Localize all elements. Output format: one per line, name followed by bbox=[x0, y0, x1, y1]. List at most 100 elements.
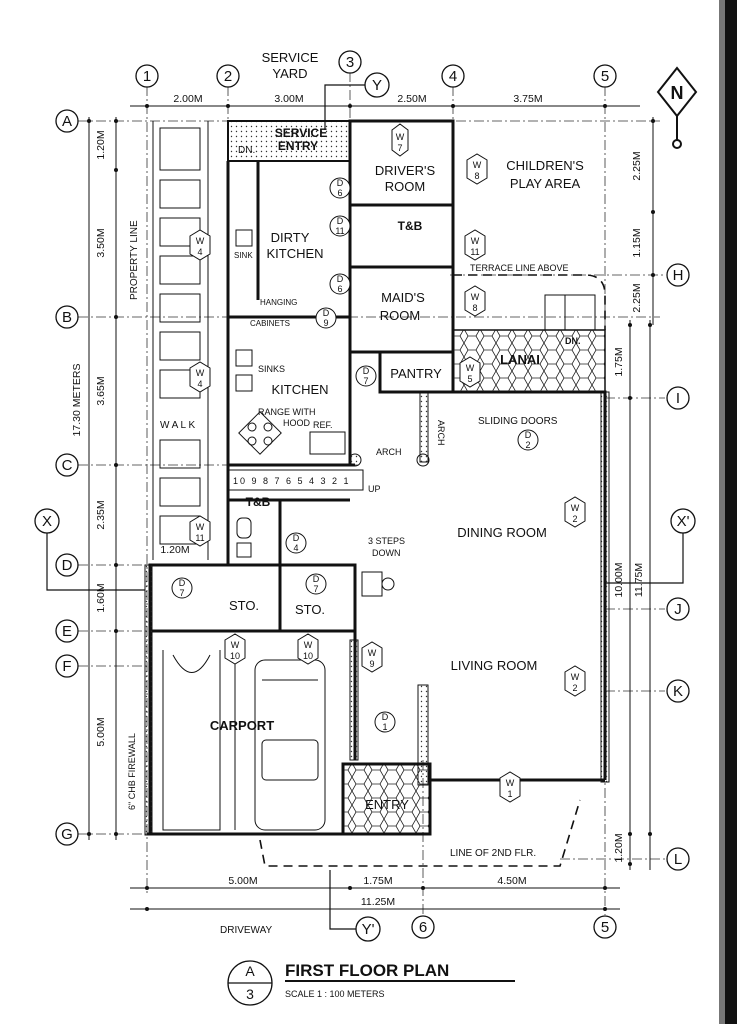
dim-top-2: 3.00M bbox=[274, 93, 303, 105]
w1-tag: W bbox=[506, 778, 515, 788]
d7a-tag: D bbox=[363, 366, 370, 376]
w10a-num: 10 bbox=[230, 651, 240, 661]
plan-scale: SCALE 1 : 100 METERS bbox=[285, 989, 385, 999]
dim-right-6: 11.75M bbox=[633, 563, 645, 597]
dim-right-7: 1.20M bbox=[613, 833, 625, 862]
tag-letters: W 7 W8 W4 W11 W8 W4 W5 W11 W2 W10 W10 W9… bbox=[179, 132, 580, 799]
driveway-label: DRIVEWAY bbox=[220, 925, 273, 936]
steps-label: 3 STEPS bbox=[368, 536, 405, 546]
section-arrows bbox=[46, 84, 684, 930]
d6a-num: 6 bbox=[337, 188, 342, 198]
pantry-label: PANTRY bbox=[390, 366, 442, 381]
line2nd-label: LINE OF 2ND FLR. bbox=[450, 848, 536, 859]
w4b-num: 4 bbox=[197, 379, 202, 389]
w11b-tag: W bbox=[196, 522, 205, 532]
w5-tag: W bbox=[466, 363, 475, 373]
w11a-tag: W bbox=[471, 236, 480, 246]
dim-bottom-1: 5.00M bbox=[228, 875, 257, 887]
dim-left-total: 17.30 METERS bbox=[71, 364, 83, 437]
w9-tag: W bbox=[368, 648, 377, 658]
maids-l1: MAID'S bbox=[381, 290, 425, 305]
service-entry-l1: SERVICE bbox=[275, 126, 327, 140]
w2a-num: 2 bbox=[572, 514, 577, 524]
ref-label: REF. bbox=[313, 420, 333, 430]
w2a-tag: W bbox=[571, 503, 580, 513]
dim-left-3: 3.65M bbox=[95, 376, 107, 405]
sheet-top: A bbox=[245, 963, 255, 979]
d6b-tag: D bbox=[337, 274, 344, 284]
w10b-tag: W bbox=[304, 640, 313, 650]
sto-1-label: STO. bbox=[229, 598, 259, 613]
grid-col-5-bottom: 5 bbox=[601, 919, 609, 936]
w8b-tag: W bbox=[471, 292, 480, 302]
service-entry-l2: ENTRY bbox=[278, 139, 318, 153]
w1-num: 1 bbox=[507, 789, 512, 799]
kitchen-label: KITCHEN bbox=[271, 382, 328, 397]
dimensions-text: 2.00M 3.00M 2.50M 3.75M 5.00M 1.75M 4.50… bbox=[71, 93, 645, 908]
misc-labels: DN. SINK HANGING CABINETS SINKS RANGE WI… bbox=[127, 145, 581, 936]
section-y: Y bbox=[372, 77, 382, 94]
stair bbox=[227, 469, 364, 491]
sink-label: SINK bbox=[234, 251, 253, 260]
dim-bottom-total: 11.25M bbox=[361, 896, 395, 908]
dim-bottom-3: 4.50M bbox=[497, 875, 526, 887]
w11a-num: 11 bbox=[470, 247, 479, 257]
d6b-num: 6 bbox=[337, 284, 342, 294]
fixtures bbox=[235, 229, 596, 597]
grid-bubbles bbox=[34, 50, 696, 1006]
dim-left-2: 3.50M bbox=[95, 228, 107, 257]
section-x-prime: X' bbox=[677, 513, 690, 530]
w8b-num: 8 bbox=[472, 303, 477, 313]
sliding-label: SLIDING DOORS bbox=[478, 416, 558, 427]
section-x: X bbox=[42, 513, 52, 530]
d6a-tag: D bbox=[337, 178, 344, 188]
play-l2: PLAY AREA bbox=[510, 176, 581, 191]
w4a-tag: W bbox=[196, 236, 205, 246]
w2b-num: 2 bbox=[572, 683, 577, 693]
w10a-tag: W bbox=[231, 640, 240, 650]
north-label: N bbox=[671, 83, 684, 103]
d11-num: 11 bbox=[335, 226, 344, 236]
d4-num: 4 bbox=[293, 543, 298, 553]
w5-num: 5 bbox=[467, 374, 472, 384]
carport-strips bbox=[162, 650, 326, 831]
arch-label-1: ARCH bbox=[376, 447, 402, 457]
dim-right-5: 10.00M bbox=[613, 562, 625, 597]
grid-labels: 1 2 3 4 5 6 5 A B C D E F G H I J K L X … bbox=[42, 54, 690, 938]
grid-row-l: L bbox=[674, 851, 682, 868]
d4-tag: D bbox=[293, 533, 300, 543]
d7c-tag: D bbox=[313, 574, 320, 584]
terrace-label: TERRACE LINE ABOVE bbox=[470, 263, 569, 273]
arch-label-2: ARCH bbox=[436, 420, 446, 446]
grid-col-6: 6 bbox=[419, 919, 427, 936]
w8-tag: W bbox=[473, 160, 482, 170]
dn-lanai: DN. bbox=[565, 336, 581, 346]
scan-edge bbox=[725, 0, 737, 1024]
dim-top-4: 3.75M bbox=[513, 93, 542, 105]
d1-num: 1 bbox=[382, 722, 387, 732]
sheet-bottom: 3 bbox=[246, 986, 254, 1002]
grid-col-1: 1 bbox=[143, 68, 151, 85]
grid-row-i: I bbox=[676, 390, 680, 407]
tags bbox=[171, 123, 586, 803]
w4b-tag: W bbox=[196, 368, 205, 378]
d7b-num: 7 bbox=[179, 588, 184, 598]
service-yard-l2: YARD bbox=[272, 66, 307, 81]
north-arrow bbox=[656, 66, 698, 149]
stair-numbers: 10 9 8 7 6 5 4 3 2 1 bbox=[233, 476, 351, 486]
dirty-l2: KITCHEN bbox=[266, 246, 323, 261]
cabinets-label: CABINETS bbox=[250, 319, 290, 328]
wall-fills bbox=[144, 391, 610, 836]
dim-top-3: 2.50M bbox=[397, 93, 426, 105]
d9-tag: D bbox=[323, 308, 330, 318]
grid-row-g: G bbox=[61, 826, 73, 843]
dn-service: DN. bbox=[238, 145, 255, 156]
w8-num: 8 bbox=[474, 171, 479, 181]
dim-small: 1.20M bbox=[160, 544, 189, 556]
d7a-num: 7 bbox=[363, 376, 368, 386]
dim-right-2: 1.15M bbox=[631, 228, 643, 257]
property-line-label: PROPERTY LINE bbox=[129, 220, 140, 300]
dirty-l1: DIRTY bbox=[271, 230, 310, 245]
d2-tag: D bbox=[525, 430, 532, 440]
maids-l2: ROOM bbox=[380, 308, 420, 323]
